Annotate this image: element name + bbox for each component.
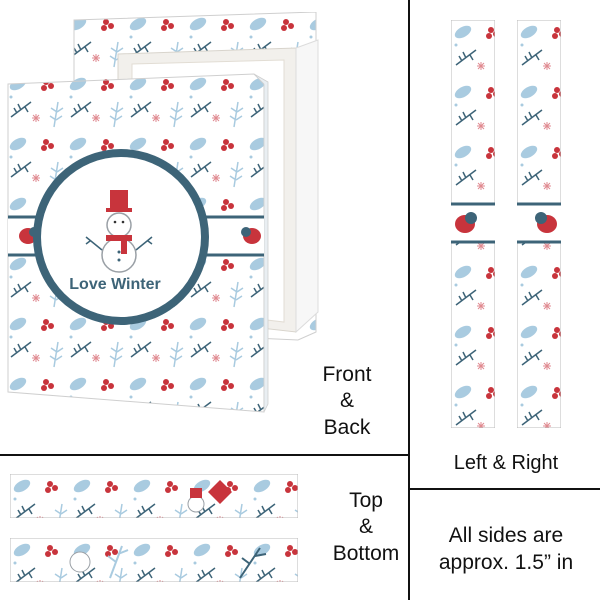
horizontal-divider-right — [408, 488, 600, 490]
bottom-side-strip — [10, 538, 298, 582]
front-back-label: Front & Back — [312, 362, 382, 441]
left-right-label: Left & Right — [453, 452, 559, 474]
front-back-line-3: Back — [323, 415, 371, 439]
size-note: All sides are approx. 1.5” in — [416, 522, 596, 577]
top-side-strip — [10, 474, 298, 518]
right-side-strip — [517, 20, 561, 428]
front-back-line-2: & — [339, 389, 354, 413]
vertical-divider — [408, 0, 410, 600]
front-back-line-1: Front — [322, 363, 372, 386]
horizontal-divider-left — [0, 454, 408, 456]
size-note-line-2: approx. 1.5” in — [438, 551, 574, 575]
top-bottom-label: Top & Bottom — [326, 488, 406, 567]
top-bottom-line-1: Top — [349, 489, 383, 512]
top-bottom-line-3: Bottom — [332, 541, 400, 565]
snowman-icon — [85, 190, 153, 273]
left-side-strip — [451, 20, 495, 428]
size-note-line-1: All sides are — [448, 524, 564, 547]
front-text: Love Winter — [69, 276, 161, 293]
top-bottom-line-2: & — [358, 515, 373, 539]
canvas-front-back-image — [7, 12, 319, 413]
